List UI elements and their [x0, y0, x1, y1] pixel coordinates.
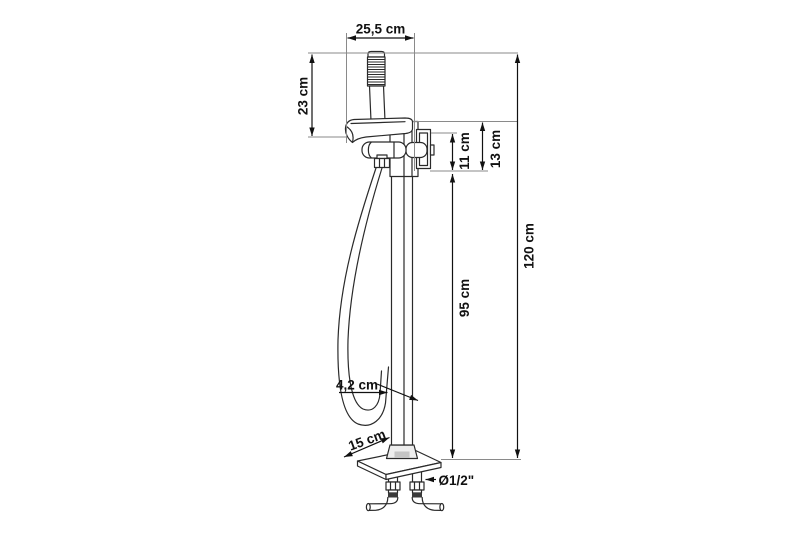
hand-shower: [366, 50, 386, 122]
mixer-lever: [405, 141, 428, 159]
dim-line-base-plate-width: [343, 436, 390, 458]
dim-label-spout-to-body-height: 11 cm: [457, 132, 472, 170]
dim-label-base-plate-width: 15 cm: [346, 426, 387, 453]
dimension-labels: 25,5 cm 23 cm 11 cm 13 cm 95 cm 120 cm 4…: [296, 22, 537, 489]
riser-column: [390, 175, 414, 446]
dim-label-column-width: 4,2 cm: [336, 378, 378, 393]
dim-label-hand-shower-height: 23 cm: [296, 77, 311, 115]
column-base-flare: [385, 444, 419, 460]
dim-label-connector-diameter: Ø1/2": [439, 473, 475, 488]
base-plate: [356, 448, 442, 481]
dim-label-total-height: 120 cm: [522, 223, 537, 269]
extension-lines: [308, 33, 521, 460]
dim-label-column-height: 95 cm: [457, 279, 472, 317]
waterfall-spout: [344, 117, 414, 144]
dim-label-spout-width: 25,5 cm: [356, 22, 406, 37]
dim-label-body-height: 13 cm: [488, 130, 503, 168]
shower-hose: [337, 167, 390, 426]
leader-column-width: [339, 383, 419, 402]
hose-connector-nut: [373, 154, 391, 169]
